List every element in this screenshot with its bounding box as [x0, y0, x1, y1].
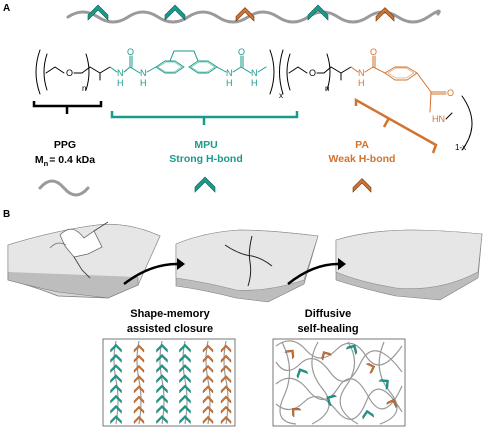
ppg-brace [32, 101, 103, 114]
chain-strand [182, 340, 188, 425]
chemical-structure: O n N [35, 47, 473, 152]
repeat-n-label: n [325, 84, 329, 93]
chain-strand [113, 340, 119, 425]
chain-strand [136, 340, 142, 425]
chain-strand [159, 340, 165, 425]
polymer-chain-schematic [66, 4, 441, 24]
oxygen-label: O [370, 47, 377, 57]
panel-a-label: A [3, 3, 10, 14]
teal-chevron-icon [194, 176, 216, 193]
hydrogen-label: H [251, 78, 258, 88]
oxygen-label: O [309, 68, 316, 78]
step2-title: Diffusive [305, 308, 351, 320]
healed-sheet [335, 229, 483, 301]
nitrogen-label: N [140, 68, 147, 78]
damaged-sheet [7, 221, 161, 299]
hydrogen-label: H [358, 78, 365, 88]
cracked-sheet [175, 229, 319, 303]
hydrogen-label: H [117, 78, 124, 88]
oxygen-label: O [238, 47, 245, 57]
step1-subtitle: assisted closure [127, 323, 213, 335]
hydrogen-label: H [140, 78, 147, 88]
mpu-strong-hbond-label: Strong H-bond [169, 153, 242, 165]
repeat-x-label: x [279, 91, 283, 100]
step1-title: Shape-memory [130, 308, 210, 320]
oxygen-label: O [127, 47, 134, 57]
nitrogen-label: N [358, 68, 365, 78]
pa-weak-hbond-label: Weak H-bond [329, 153, 396, 165]
amide-hn-label: HN [432, 114, 445, 124]
step2-subtitle: self-healing [297, 323, 358, 335]
curved-arrow-icon [123, 258, 185, 285]
repeat-n-label: n [82, 84, 86, 93]
mpu-label: MPU [194, 139, 217, 151]
pa-label: PA [355, 139, 369, 151]
panel-b-label: B [3, 209, 10, 220]
mpu-brace [110, 111, 299, 125]
chain-strand [223, 340, 229, 425]
oxygen-label: O [447, 88, 454, 98]
ppg-label: PPG [54, 139, 76, 151]
pa-brace [354, 97, 438, 154]
hydrogen-label: H [226, 78, 233, 88]
ppg-mn-label: Mn= 0.4 kDa [35, 154, 95, 168]
oxygen-label: O [66, 68, 73, 78]
nitrogen-label: N [251, 68, 258, 78]
orange-chevron-icon [375, 7, 395, 22]
nitrogen-label: N [117, 68, 124, 78]
teal-chevron-icon [164, 4, 186, 21]
chain-strand [205, 340, 211, 425]
aligned-chain-box [102, 338, 236, 427]
wavy-chain-icon [38, 179, 90, 197]
nitrogen-label: N [226, 68, 233, 78]
repeat-1-x-label: 1-x [455, 143, 466, 152]
diffused-chain-box [272, 338, 406, 427]
orange-chevron-icon [352, 178, 372, 193]
curved-arrow-icon [287, 258, 346, 285]
